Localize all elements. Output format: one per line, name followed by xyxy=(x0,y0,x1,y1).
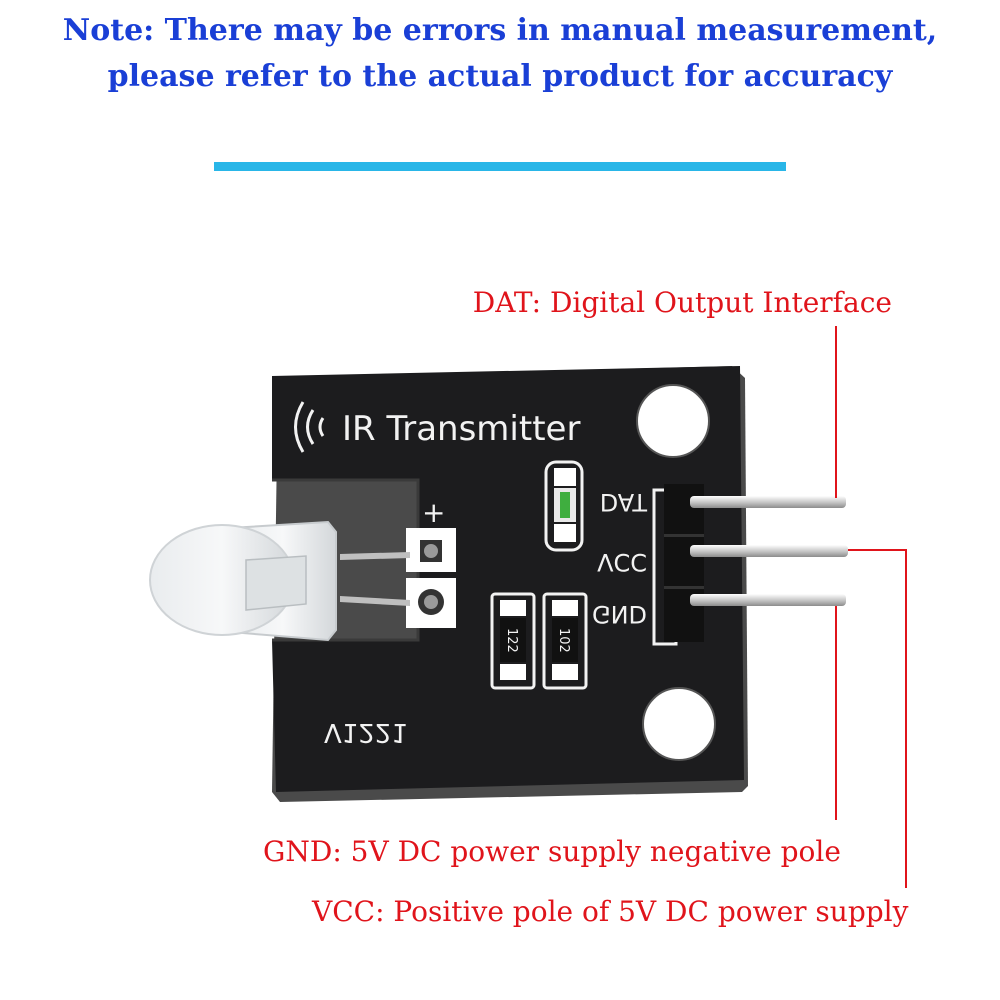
label-vcc: VCC: Positive pole of 5V DC power supply xyxy=(312,895,909,928)
mounting-hole-bottom xyxy=(643,688,715,760)
smd-led xyxy=(544,460,584,552)
signal-wave-icon xyxy=(294,401,325,453)
led-polarity-plus: + xyxy=(422,496,445,529)
note-line-2: please refer to the actual product for a… xyxy=(107,59,893,94)
resistor-r2: 102 xyxy=(542,592,588,690)
board-title: IR Transmitter xyxy=(342,409,580,449)
resistor-r1-code: 122 xyxy=(504,628,519,653)
pin-label-vcc: VCC xyxy=(597,548,647,576)
resistor-r2-code: 102 xyxy=(556,628,571,653)
pin-header xyxy=(664,484,704,642)
mounting-hole-top xyxy=(637,385,709,457)
pcb-board xyxy=(272,366,744,792)
pin-gnd xyxy=(690,594,846,606)
label-dat: DAT: Digital Output Interface xyxy=(472,286,892,319)
board-version: V1221 xyxy=(324,717,408,747)
ir-led xyxy=(149,520,410,642)
label-gnd: GND: 5V DC power supply negative pole xyxy=(263,835,841,868)
resistor-r1: 122 xyxy=(490,592,536,690)
pin-label-gnd: GND xyxy=(592,600,647,628)
divider-bar xyxy=(214,162,786,171)
note-line-1: Note: There may be errors in manual meas… xyxy=(62,13,938,48)
accuracy-note: Note: There may be errors in manual meas… xyxy=(0,8,1000,100)
pin-dat xyxy=(690,496,846,508)
pin-vcc xyxy=(690,545,848,557)
pin-label-dat: DAT xyxy=(600,488,648,516)
